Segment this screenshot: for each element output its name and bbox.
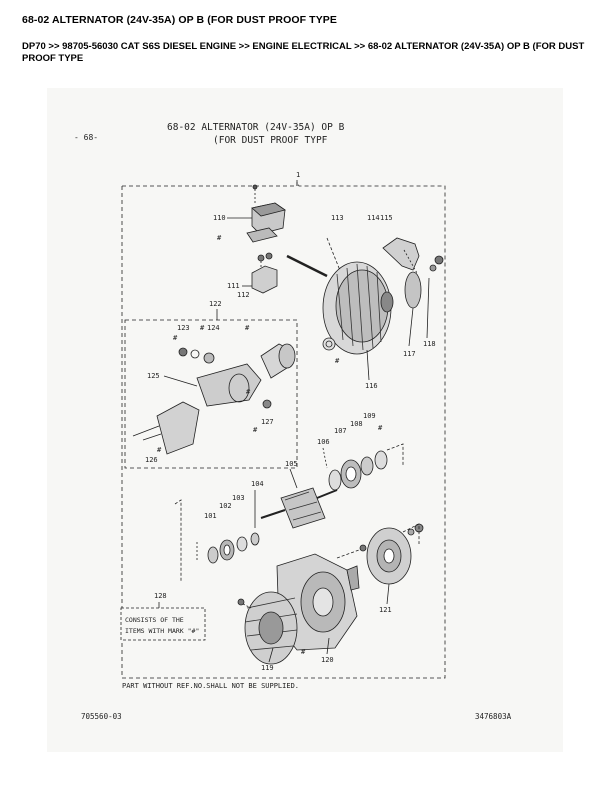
svg-text:123: 123 bbox=[177, 324, 190, 332]
svg-text:126: 126 bbox=[145, 456, 158, 464]
svg-text:115: 115 bbox=[380, 214, 393, 222]
svg-text:117: 117 bbox=[403, 350, 416, 358]
svg-text:#: # bbox=[200, 324, 205, 332]
svg-text:116: 116 bbox=[365, 382, 378, 390]
svg-text:120: 120 bbox=[321, 656, 334, 664]
note-box-line-1: CONSISTS OF THE bbox=[125, 616, 184, 624]
stator bbox=[244, 591, 298, 665]
svg-text:128: 128 bbox=[154, 592, 167, 600]
svg-text:102: 102 bbox=[219, 502, 232, 510]
svg-text:112: 112 bbox=[237, 291, 250, 299]
sub-assembly-122-frame bbox=[124, 319, 298, 469]
svg-text:#: # bbox=[245, 324, 250, 332]
page-marker: - 68- bbox=[74, 133, 98, 142]
svg-text:103: 103 bbox=[232, 494, 245, 502]
svg-text:#: # bbox=[378, 424, 383, 432]
svg-text:122: 122 bbox=[209, 300, 222, 308]
svg-text:#: # bbox=[253, 426, 258, 434]
svg-text:#: # bbox=[335, 357, 340, 365]
svg-text:#: # bbox=[217, 234, 222, 242]
svg-text:118: 118 bbox=[423, 340, 436, 348]
svg-text:#: # bbox=[301, 648, 306, 656]
svg-text:101: 101 bbox=[204, 512, 217, 520]
assembly-frame bbox=[122, 181, 446, 656]
svg-text:#: # bbox=[246, 388, 251, 396]
svg-text:104: 104 bbox=[251, 480, 264, 488]
rotor bbox=[260, 487, 338, 529]
callout-1: 1 bbox=[296, 171, 300, 179]
doc-number-left: 705560-03 bbox=[81, 712, 122, 721]
page-title: 68-02 ALTERNATOR (24V-35A) OP B (FOR DUS… bbox=[22, 14, 338, 26]
svg-text:124: 124 bbox=[207, 324, 220, 332]
parts-diagram-sheet: - 68- 68-02 ALTERNATOR (24V-35A) OP B (F… bbox=[47, 88, 563, 752]
note-box-line-2: ITEMS WITH MARK "#" bbox=[125, 627, 199, 635]
svg-text:111: 111 bbox=[227, 282, 240, 290]
rear-housing bbox=[322, 261, 394, 355]
note-box bbox=[120, 607, 206, 641]
svg-text:127: 127 bbox=[261, 418, 274, 426]
svg-text:114: 114 bbox=[367, 214, 380, 222]
svg-text:119: 119 bbox=[261, 664, 274, 672]
svg-text:125: 125 bbox=[147, 372, 160, 380]
diagram-subtitle: (FOR DUST PROOF TYPF bbox=[213, 135, 328, 146]
svg-text:106: 106 bbox=[317, 438, 330, 446]
svg-text:109: 109 bbox=[363, 412, 376, 420]
svg-text:121: 121 bbox=[379, 606, 392, 614]
svg-text:#: # bbox=[157, 446, 162, 454]
svg-text:105: 105 bbox=[285, 460, 298, 468]
breadcrumb[interactable]: DP70 >> 98705-56030 CAT S6S DIESEL ENGIN… bbox=[22, 41, 585, 64]
doc-number-right: 3476803A bbox=[475, 712, 512, 721]
svg-text:108: 108 bbox=[350, 420, 363, 428]
svg-text:113: 113 bbox=[331, 214, 344, 222]
pulley bbox=[366, 527, 412, 585]
footer-note: PART WITHOUT REF.NO.SHALL NOT BE SUPPLIE… bbox=[122, 682, 299, 690]
svg-text:110: 110 bbox=[213, 214, 226, 222]
parts-diagram: - 68- 68-02 ALTERNATOR (24V-35A) OP B (F… bbox=[74, 122, 512, 721]
svg-text:#: # bbox=[173, 334, 178, 342]
svg-text:107: 107 bbox=[334, 427, 347, 435]
diagram-title: 68-02 ALTERNATOR (24V-35A) OP B bbox=[167, 122, 345, 133]
